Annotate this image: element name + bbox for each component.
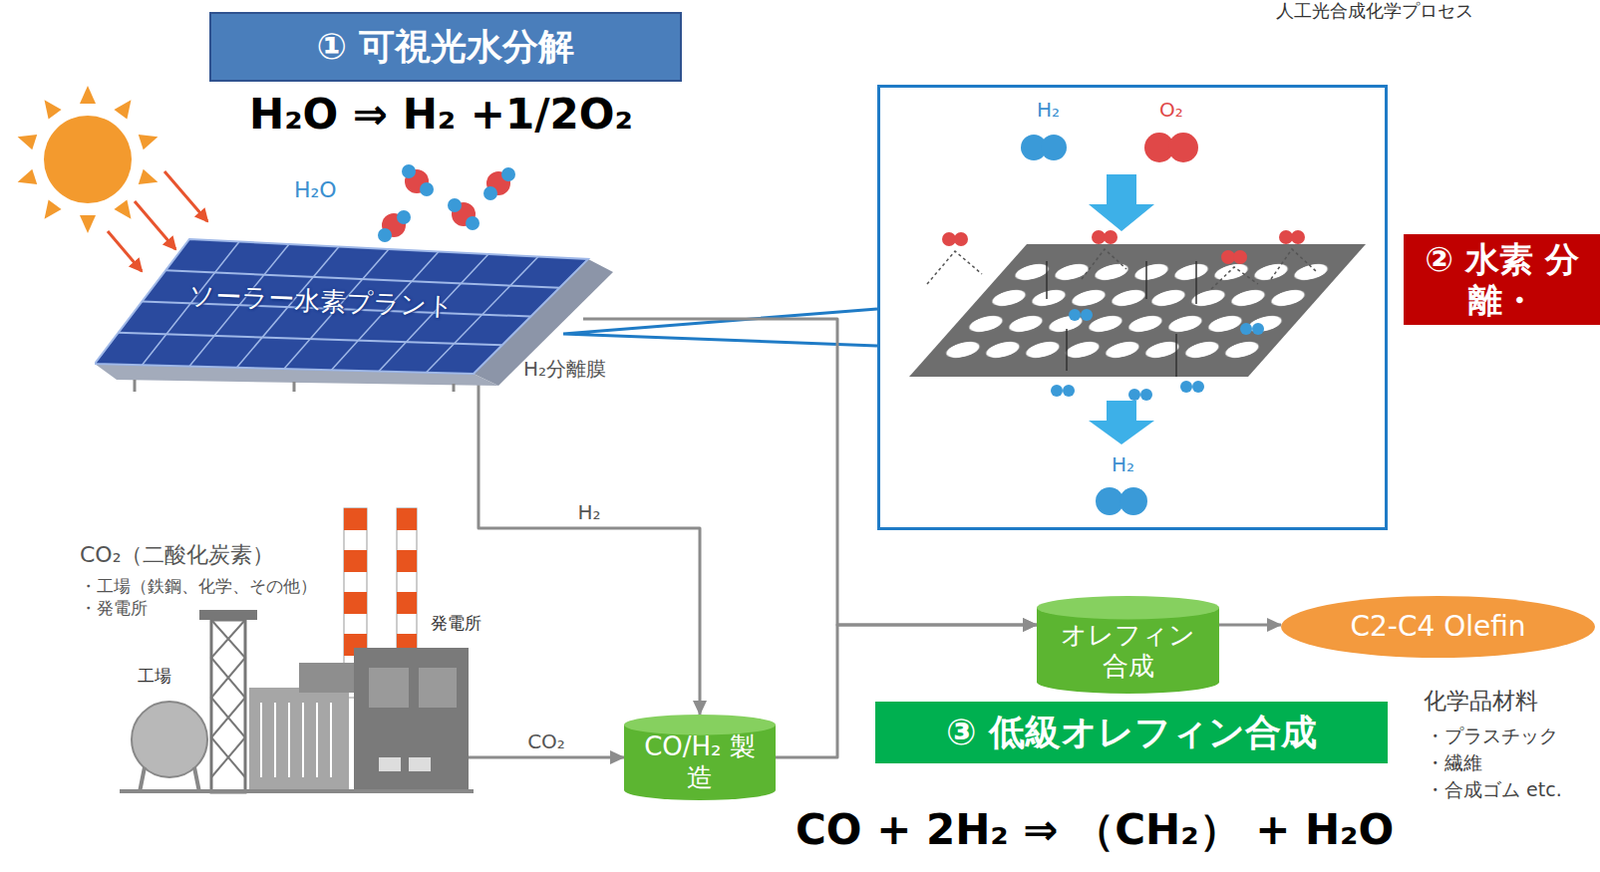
edge-label: H₂	[574, 500, 604, 525]
node-text: H₂	[1111, 452, 1135, 477]
product-arrow	[1219, 624, 1281, 628]
process-cylinder: オレフィン 合成	[1036, 596, 1220, 694]
note-item: ・繊維	[1425, 751, 1483, 775]
co2-line	[468, 756, 625, 760]
part-label: H₂分離膜	[523, 356, 607, 381]
hydrogen-line	[478, 383, 700, 715]
edge-label: CO₂	[524, 729, 569, 754]
membrane-inset: H₂ O₂ H₂	[877, 84, 1388, 531]
equation: CO + 2H₂ ⇒ （CH₂） + H₂O	[795, 805, 1394, 856]
header-note: 人工光合成化学プロセス	[1276, 0, 1474, 22]
node-text: ・発電所	[79, 598, 148, 619]
process-cylinder: CO/H₂ 製造	[624, 714, 776, 801]
co2-source: CO₂（二酸化炭素） ・工場（鉄鋼、化学、その他）・発電所	[74, 538, 469, 793]
node-text: オレフィン 合成	[1055, 620, 1201, 682]
node-text: ① 可視光水分解	[316, 24, 575, 68]
part-label: 工場	[137, 665, 172, 686]
product-node: C2-C4 Olefin	[1280, 596, 1596, 658]
step-box: ② 水素 分離・	[1403, 234, 1600, 325]
note-item: ・プラスチック	[1425, 724, 1559, 748]
molecule-label: H₂O	[294, 177, 337, 204]
note-heading: 化学品材料	[1423, 687, 1539, 716]
membrane-illustration	[909, 132, 1366, 516]
node-text: CO₂（二酸化炭素）	[79, 542, 276, 569]
part-label: 発電所	[430, 613, 482, 634]
node-text: C2-C4 Olefin	[1349, 610, 1526, 644]
node-text: ② 水素 分離・	[1419, 239, 1585, 321]
note-item: ・合成ゴム etc.	[1425, 778, 1563, 802]
node-text: H₂	[1036, 97, 1060, 122]
water-molecules	[377, 164, 516, 243]
step-box: ① 可視光水分解	[209, 11, 682, 82]
node-text: ③ 低級オレフィン合成	[946, 710, 1317, 754]
step-box: ③ 低級オレフィン合成	[875, 701, 1388, 764]
node-text: ・工場（鉄鋼、化学、その他）	[79, 576, 318, 597]
node-text: O₂	[1159, 97, 1184, 122]
equation: H₂O ⇒ H₂ +1/2O₂	[249, 89, 634, 140]
node-text: CO/H₂ 製造	[643, 731, 756, 794]
callout-leader	[563, 309, 878, 346]
sun	[14, 85, 161, 234]
feed-line	[583, 319, 1037, 626]
